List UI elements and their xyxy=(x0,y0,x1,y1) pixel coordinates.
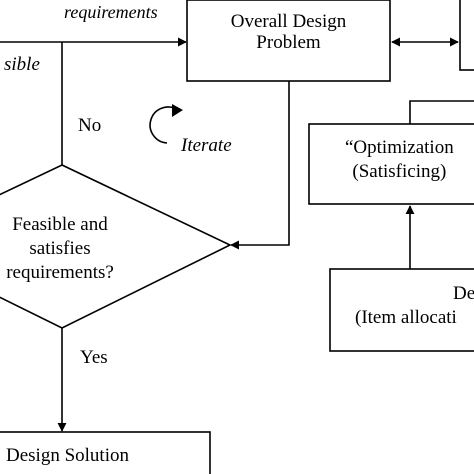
requirements-label: requirements xyxy=(64,2,158,22)
design-solution-box xyxy=(0,431,211,474)
decision-text: Feasible and satisfies requirements? xyxy=(0,213,160,284)
overall-design-problem-line2: Problem xyxy=(256,31,321,53)
decision-line3: requirements? xyxy=(6,261,114,283)
decision-line1: Feasible and xyxy=(12,214,108,235)
problem-to-decision-arrow xyxy=(230,81,290,250)
decision-line2: satisfies xyxy=(29,237,91,259)
optimization-box xyxy=(308,123,474,205)
iterate-icon xyxy=(149,106,179,144)
iterate-arrowhead xyxy=(172,104,183,117)
optimization-text: “Optimization (Satisficing) xyxy=(345,136,454,184)
overall-design-problem-box xyxy=(186,0,391,82)
item-allocation-text: De (Item allocati xyxy=(355,282,474,330)
item-allocation-box xyxy=(329,268,474,352)
yes-label: Yes xyxy=(80,347,108,368)
design-solution-text: Design Solution xyxy=(6,445,129,466)
no-label: No xyxy=(78,115,102,136)
infeasible-label: sible xyxy=(4,54,40,75)
overall-design-problem-text: Overall Design Problem xyxy=(187,11,390,54)
item-allocation-line2: (Item allocati xyxy=(355,306,457,328)
optimization-top-connector xyxy=(409,100,474,124)
item-allocation-line1: De xyxy=(453,283,474,304)
optimization-line1: “Optimization xyxy=(345,137,454,158)
partial-right-box xyxy=(459,0,474,71)
iterate-label: Iterate xyxy=(181,135,232,156)
overall-design-problem-line1: Overall Design xyxy=(230,11,347,32)
optimization-line2: (Satisficing) xyxy=(352,160,447,182)
